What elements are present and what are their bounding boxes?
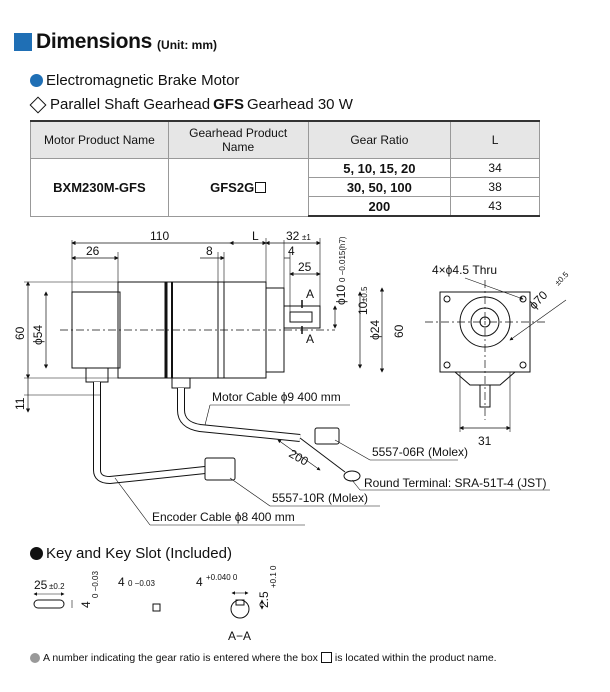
terminal-label: Round Terminal: SRA-51T-4 (JST)	[364, 476, 547, 490]
section-a-bottom: A	[306, 332, 314, 346]
dim-60-box: 60	[392, 324, 406, 338]
key-dim-25: 25	[34, 578, 48, 592]
section-title: Electromagnetic Brake Motor	[46, 72, 240, 89]
dim-10: 10	[356, 301, 370, 315]
l-cell: 38	[450, 177, 540, 197]
encoder-cable-label: Encoder Cable ϕ8 400 mm	[152, 510, 295, 524]
table-row: 200 43	[31, 196, 540, 217]
key-dim-4a: 4	[79, 601, 93, 608]
dim-phi24: ϕ24	[368, 320, 382, 340]
key-dim-25-tol: ±0.2	[49, 582, 65, 591]
dim-32-tol: ±1	[302, 233, 311, 242]
holes-label: 4×ϕ4.5 Thru	[432, 263, 497, 277]
product-table: Motor Product Name Gearhead Product Name…	[30, 120, 540, 217]
dim-phi10-tol: 0 −0.015(h7)	[338, 236, 347, 282]
key-dim-25b-tol: +0.1 0	[269, 565, 278, 588]
connector-6	[314, 427, 340, 445]
gearhead-name: GFS2G	[210, 179, 255, 195]
dim-phi70-tol: ±0.5	[553, 270, 571, 288]
dim-phi54: ϕ54	[31, 325, 45, 345]
section-label: A−A	[228, 629, 251, 643]
l-cell: 43	[450, 196, 540, 217]
dim-8: 8	[206, 244, 213, 258]
table-row: BXM230M-GFS GFS2G 5, 10, 15, 20 34	[30, 158, 540, 217]
dim-31: 31	[478, 434, 492, 448]
dim-25: 25	[298, 260, 312, 274]
dim-60: 60	[13, 326, 27, 340]
col-header: Gear Ratio	[307, 120, 452, 159]
dim-L: L	[252, 229, 259, 243]
note-text-after: is located within the product name.	[334, 652, 497, 664]
gearhead-name-cell: GFS2G	[167, 158, 309, 217]
output-shaft	[283, 305, 321, 329]
dim-32: 32	[286, 229, 300, 243]
motor-cable-label: Motor Cable ϕ9 400 mm	[212, 390, 341, 404]
key-dim-4a-tol: 0 −0.03	[91, 571, 100, 598]
box-icon	[320, 651, 332, 663]
table-row: 30, 50, 100 38	[31, 177, 540, 197]
box-icon	[255, 181, 267, 193]
key-dim-4c: 4	[196, 575, 203, 589]
connector-6-label: 5557-06R (Molex)	[372, 445, 468, 459]
motor-name: BXM230M-GFS	[30, 158, 169, 217]
note-bullet-icon	[30, 653, 40, 663]
gearhead-brand: GFS	[213, 96, 244, 113]
section-a-top: A	[306, 287, 314, 301]
dimensions-heading: Dimensions (Unit: mm)	[14, 30, 217, 54]
col-header: L	[450, 120, 540, 159]
gearhead-prefix: Parallel Shaft Gearhead	[50, 96, 211, 113]
connector-10-label: 5557-10R (Molex)	[272, 491, 368, 505]
key-heading: Key and Key Slot (Included)	[30, 545, 232, 562]
key-dim-25b: 2.5	[257, 591, 271, 608]
note-text-before: A number indicating the gear ratio is en…	[43, 652, 318, 664]
unit-label: (Unit: mm)	[157, 37, 218, 52]
dim-26: 26	[86, 244, 100, 258]
footnote: A number indicating the gear ratio is en…	[30, 651, 497, 664]
table-header-row: Motor Product Name Gearhead Product Name…	[30, 120, 540, 159]
connector-10	[204, 457, 236, 481]
key-title: Key and Key Slot (Included)	[46, 545, 232, 562]
dim-11: 11	[13, 397, 27, 410]
dim-200: 200	[287, 446, 312, 468]
ratio-cell: 200	[307, 196, 452, 217]
col-header: Gearhead Product Name	[167, 120, 309, 159]
gearhead-heading: Parallel Shaft Gearhead GFS Gearhead 30 …	[29, 96, 353, 113]
gearhead-suffix: Gearhead 30 W	[246, 96, 353, 113]
dim-4: 4	[288, 244, 295, 258]
key-dim-4c-tol: +0.040 0	[206, 573, 238, 582]
ratio-cell: 30, 50, 100	[307, 177, 452, 197]
dim-110: 110	[150, 229, 169, 243]
bullet-icon	[30, 74, 43, 87]
key-dim-4b: 4	[118, 575, 125, 589]
heading-square-icon	[14, 33, 32, 51]
dim-10-tol: ±0.5	[360, 286, 369, 302]
page-title: Dimensions	[36, 30, 153, 53]
col-header: Motor Product Name	[30, 120, 169, 159]
key-dim-4b-tol: 0 −0.03	[128, 579, 155, 588]
dim-phi10: ϕ10	[334, 285, 348, 305]
bullet-icon	[30, 547, 43, 560]
section-heading: Electromagnetic Brake Motor	[30, 72, 239, 89]
